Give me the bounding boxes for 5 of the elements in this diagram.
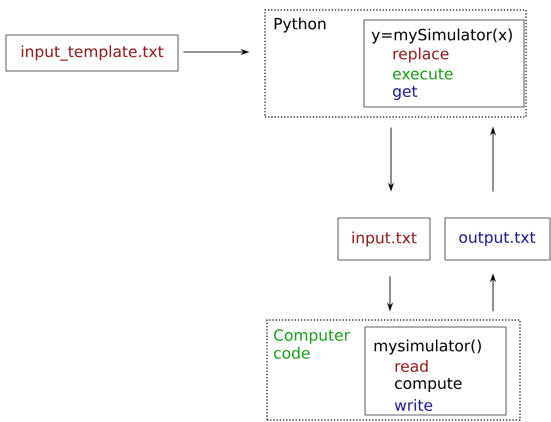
file-box: input.txt	[338, 218, 430, 260]
file-box: output.txt	[444, 218, 550, 260]
code-box: mysimulator() read compute write	[364, 326, 506, 416]
code-box: y=mySimulator(x) replace execute get	[364, 20, 524, 108]
file-box: input_template.txt	[6, 34, 178, 72]
